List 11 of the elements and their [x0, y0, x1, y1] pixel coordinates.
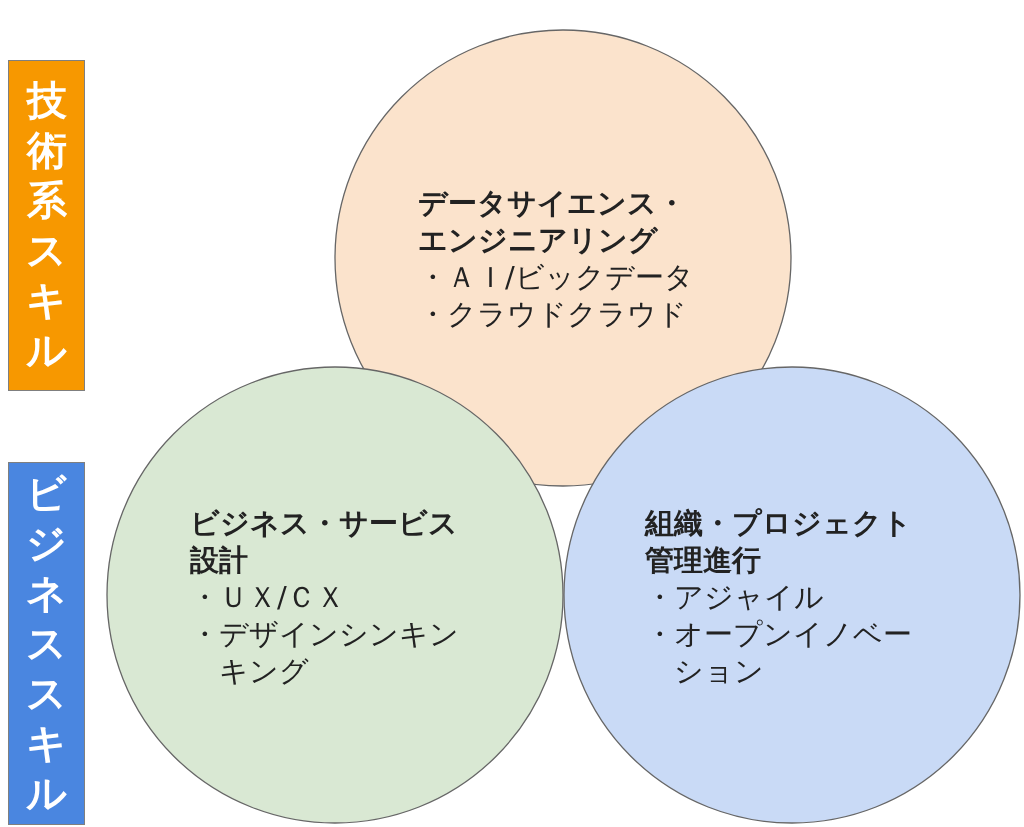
bullet-item: ・ＡＩ/ビックデータ [418, 259, 688, 296]
bullet-item: ・ＵＸ/ＣＸ [190, 579, 346, 616]
category-band: 技術系スキル [8, 60, 85, 391]
category-band: ビジネススキル [8, 462, 85, 825]
bullet-item: ・クラウドクラウド [418, 296, 688, 333]
bullet-item: ・アジャイル [645, 579, 825, 616]
circle-heading: ビジネス・サービス設計 [190, 505, 459, 579]
circle-heading: 組織・プロジェクト管理進行 [645, 505, 913, 579]
circle-heading: データサイエンス・エンジニアリング [418, 185, 687, 259]
bullet-item: ・オープンイノベーション [645, 616, 913, 690]
bullet-item: ・デザインシンキンキング [190, 616, 460, 690]
